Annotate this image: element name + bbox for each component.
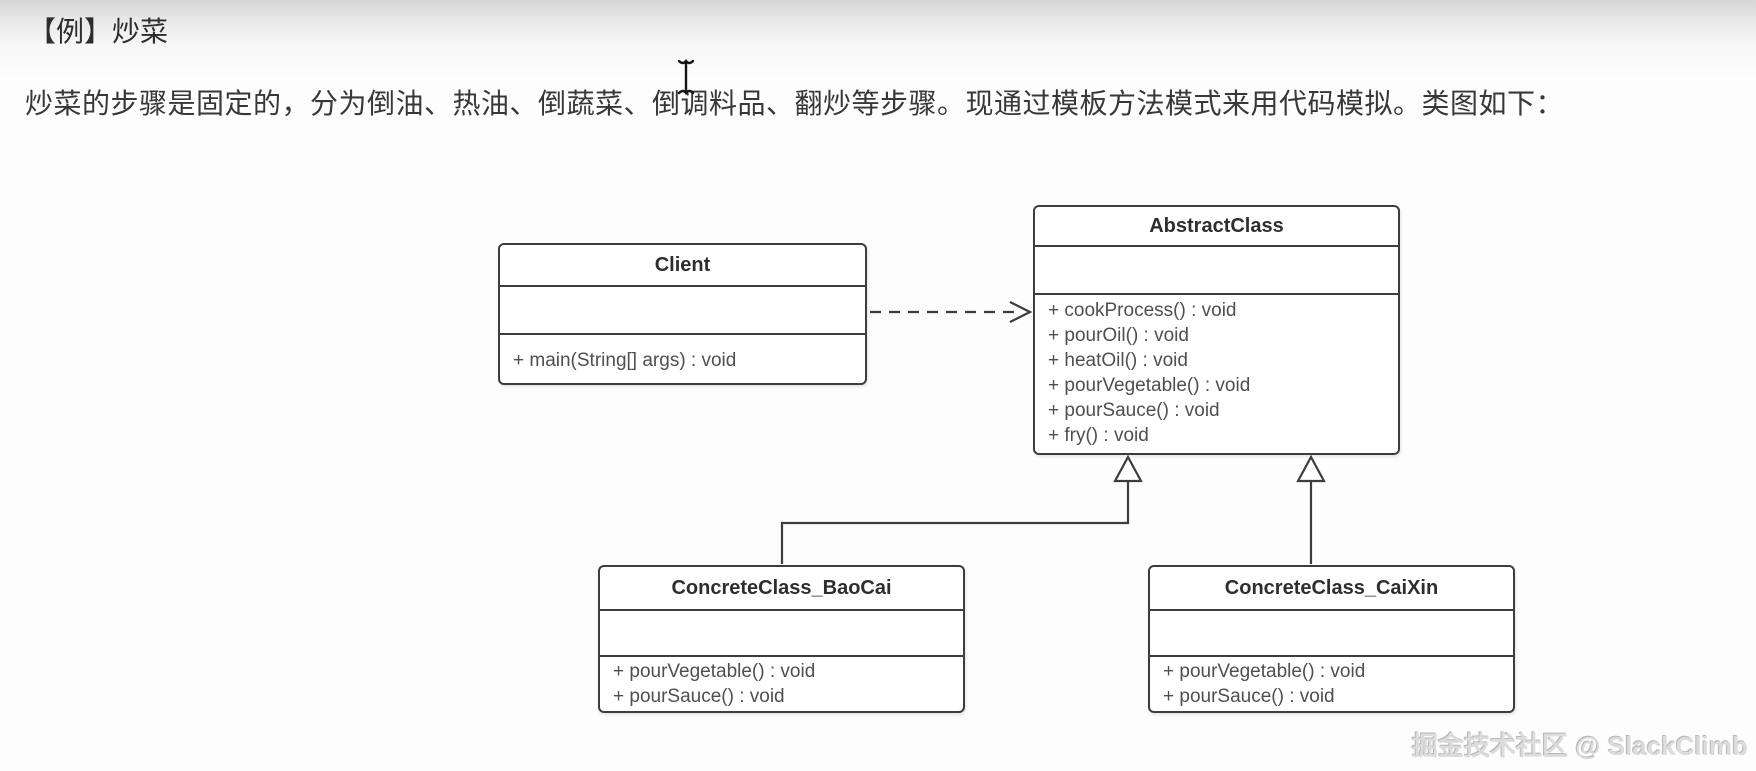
inheritance-triangle-icon <box>1296 454 1326 483</box>
uml-class-client: Client + main(String[] args) : void <box>498 243 867 385</box>
dependency-arrowhead-icon <box>1009 301 1033 323</box>
uml-method-item: + cookProcess() : void <box>1048 300 1237 321</box>
uml-method-item: + pourSauce() : void <box>1048 400 1220 421</box>
description-text: 炒菜的步骤是固定的，分为倒油、热油、倒蔬菜、倒调料品、翻炒等步骤。现通过模板方法… <box>25 88 1565 119</box>
uml-method-item: + heatOil() : void <box>1048 350 1188 371</box>
uml-class-abstractclass: AbstractClass + cookProcess() : void + p… <box>1033 205 1400 455</box>
uml-method-item: + fry() : void <box>1048 425 1149 446</box>
inheritance-triangle-icon <box>1113 454 1143 483</box>
uml-method-item: + pourVegetable() : void <box>1163 661 1366 682</box>
uml-class-name: ConcreteClass_BaoCai <box>600 567 963 611</box>
inheritance-line-baocai <box>780 481 1130 564</box>
uml-attributes-section <box>600 611 963 657</box>
uml-methods-section: + pourVegetable() : void + pourSauce() :… <box>600 657 963 711</box>
uml-method-item: + pourSauce() : void <box>1163 686 1335 707</box>
uml-method-item: + pourVegetable() : void <box>1048 375 1251 396</box>
uml-methods-section: + main(String[] args) : void <box>500 335 865 383</box>
uml-attributes-section <box>500 287 865 335</box>
uml-class-concreteclass-caixin: ConcreteClass_CaiXin + pourVegetable() :… <box>1148 565 1515 713</box>
uml-method-item: + pourSauce() : void <box>613 686 785 707</box>
uml-class-name: AbstractClass <box>1035 207 1398 247</box>
uml-attributes-section <box>1150 611 1513 657</box>
page-title: 【例】炒菜 <box>28 16 169 47</box>
uml-method-item: + pourVegetable() : void <box>613 661 816 682</box>
uml-class-concreteclass-baocai: ConcreteClass_BaoCai + pourVegetable() :… <box>598 565 965 713</box>
uml-methods-section: + cookProcess() : void + pourOil() : voi… <box>1035 295 1398 453</box>
uml-method-item: + main(String[] args) : void <box>513 350 737 371</box>
uml-class-name: ConcreteClass_CaiXin <box>1150 567 1513 611</box>
watermark: 掘金技术社区 @ SlackClimb <box>1412 731 1748 761</box>
uml-method-item: + pourOil() : void <box>1048 325 1189 346</box>
uml-class-name: Client <box>500 245 865 287</box>
text-cursor-icon <box>677 59 695 95</box>
uml-attributes-section <box>1035 247 1398 295</box>
uml-methods-section: + pourVegetable() : void + pourSauce() :… <box>1150 657 1513 711</box>
